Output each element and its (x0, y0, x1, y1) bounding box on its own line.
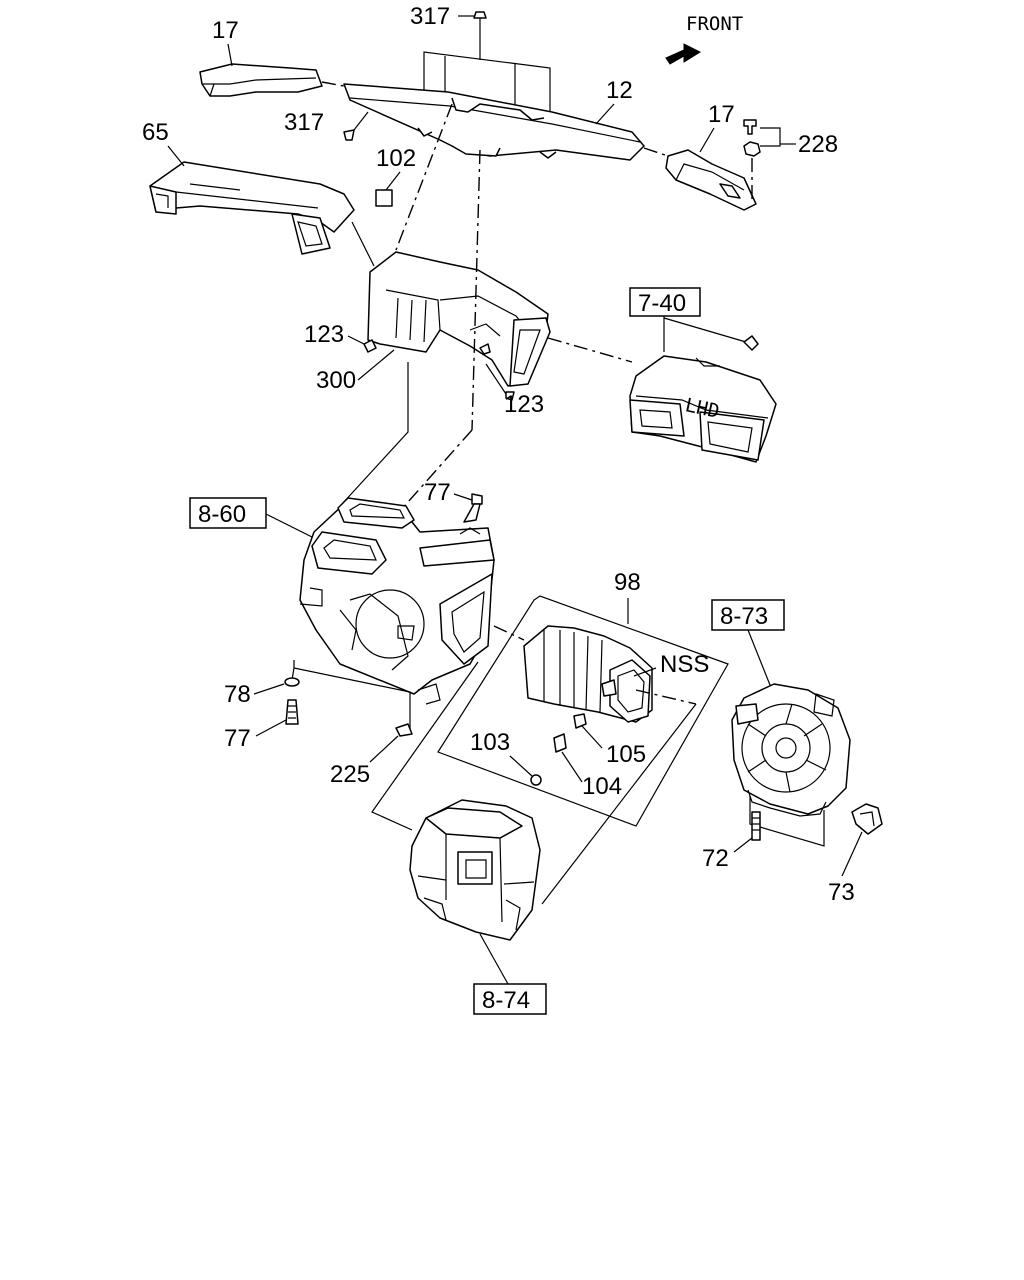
heater-unit-8-60 (299, 497, 495, 705)
front-arrow-icon (665, 43, 702, 65)
ref-8-73: 8-73 (720, 603, 768, 630)
clip-123-right (505, 391, 515, 401)
screw-317-left (343, 129, 355, 141)
label-103: 103 (470, 729, 510, 756)
ref-8-74: 8-74 (482, 987, 530, 1014)
unit-8-74 (409, 799, 541, 941)
grommet-103 (530, 774, 542, 786)
front-label: FRONT (686, 13, 743, 35)
label-104: 104 (582, 773, 622, 800)
front-indicator: FRONT (665, 13, 743, 65)
label-123-right: 123 (504, 391, 544, 418)
label-102: 102 (376, 145, 416, 172)
ref-8-60: 8-60 (198, 501, 246, 528)
label-17-right: 17 (708, 101, 735, 128)
label-73: 73 (828, 879, 855, 906)
ref-box-8-74 (473, 983, 547, 1015)
nss-label: NSS (660, 651, 709, 678)
label-123-left: 123 (304, 321, 344, 348)
ref-7-40: 7-40 (638, 290, 686, 317)
label-72: 72 (702, 845, 729, 872)
clip-105 (573, 713, 587, 729)
screw-77-top (463, 493, 483, 523)
screw-317-top (473, 11, 487, 40)
duct-lhd: LHD (629, 355, 777, 463)
label-77-bottom: 77 (224, 725, 251, 752)
label-17-left: 17 (212, 17, 239, 44)
label-317-left: 317 (284, 109, 324, 136)
label-98: 98 (614, 569, 641, 596)
label-77-top: 77 (424, 479, 451, 506)
label-65: 65 (142, 119, 169, 146)
blower-8-73 (731, 683, 851, 817)
clip-104 (553, 733, 567, 753)
ref-box-8-60 (189, 497, 267, 529)
label-317-top: 317 (410, 3, 450, 30)
duct-300 (367, 251, 551, 387)
duct-65 (149, 161, 355, 255)
clip-123-left (363, 339, 377, 353)
bellows-duct-98 (523, 625, 653, 723)
pad-102 (375, 189, 393, 207)
duct-17-left (199, 63, 323, 97)
label-225: 225 (330, 761, 370, 788)
clip-73 (851, 803, 883, 835)
ref-box-7-40 (629, 287, 701, 317)
screw-72 (751, 811, 761, 841)
group-98-outline (437, 595, 729, 827)
label-12: 12 (606, 77, 633, 104)
label-105: 105 (606, 741, 646, 768)
label-300: 300 (316, 367, 356, 394)
duct-12 (343, 83, 645, 161)
washer-78 (284, 677, 300, 687)
fastener-228 (743, 119, 761, 200)
label-78: 78 (224, 681, 251, 708)
nut-225 (395, 723, 413, 737)
duct-17-right (665, 149, 757, 211)
label-228: 228 (798, 131, 838, 158)
